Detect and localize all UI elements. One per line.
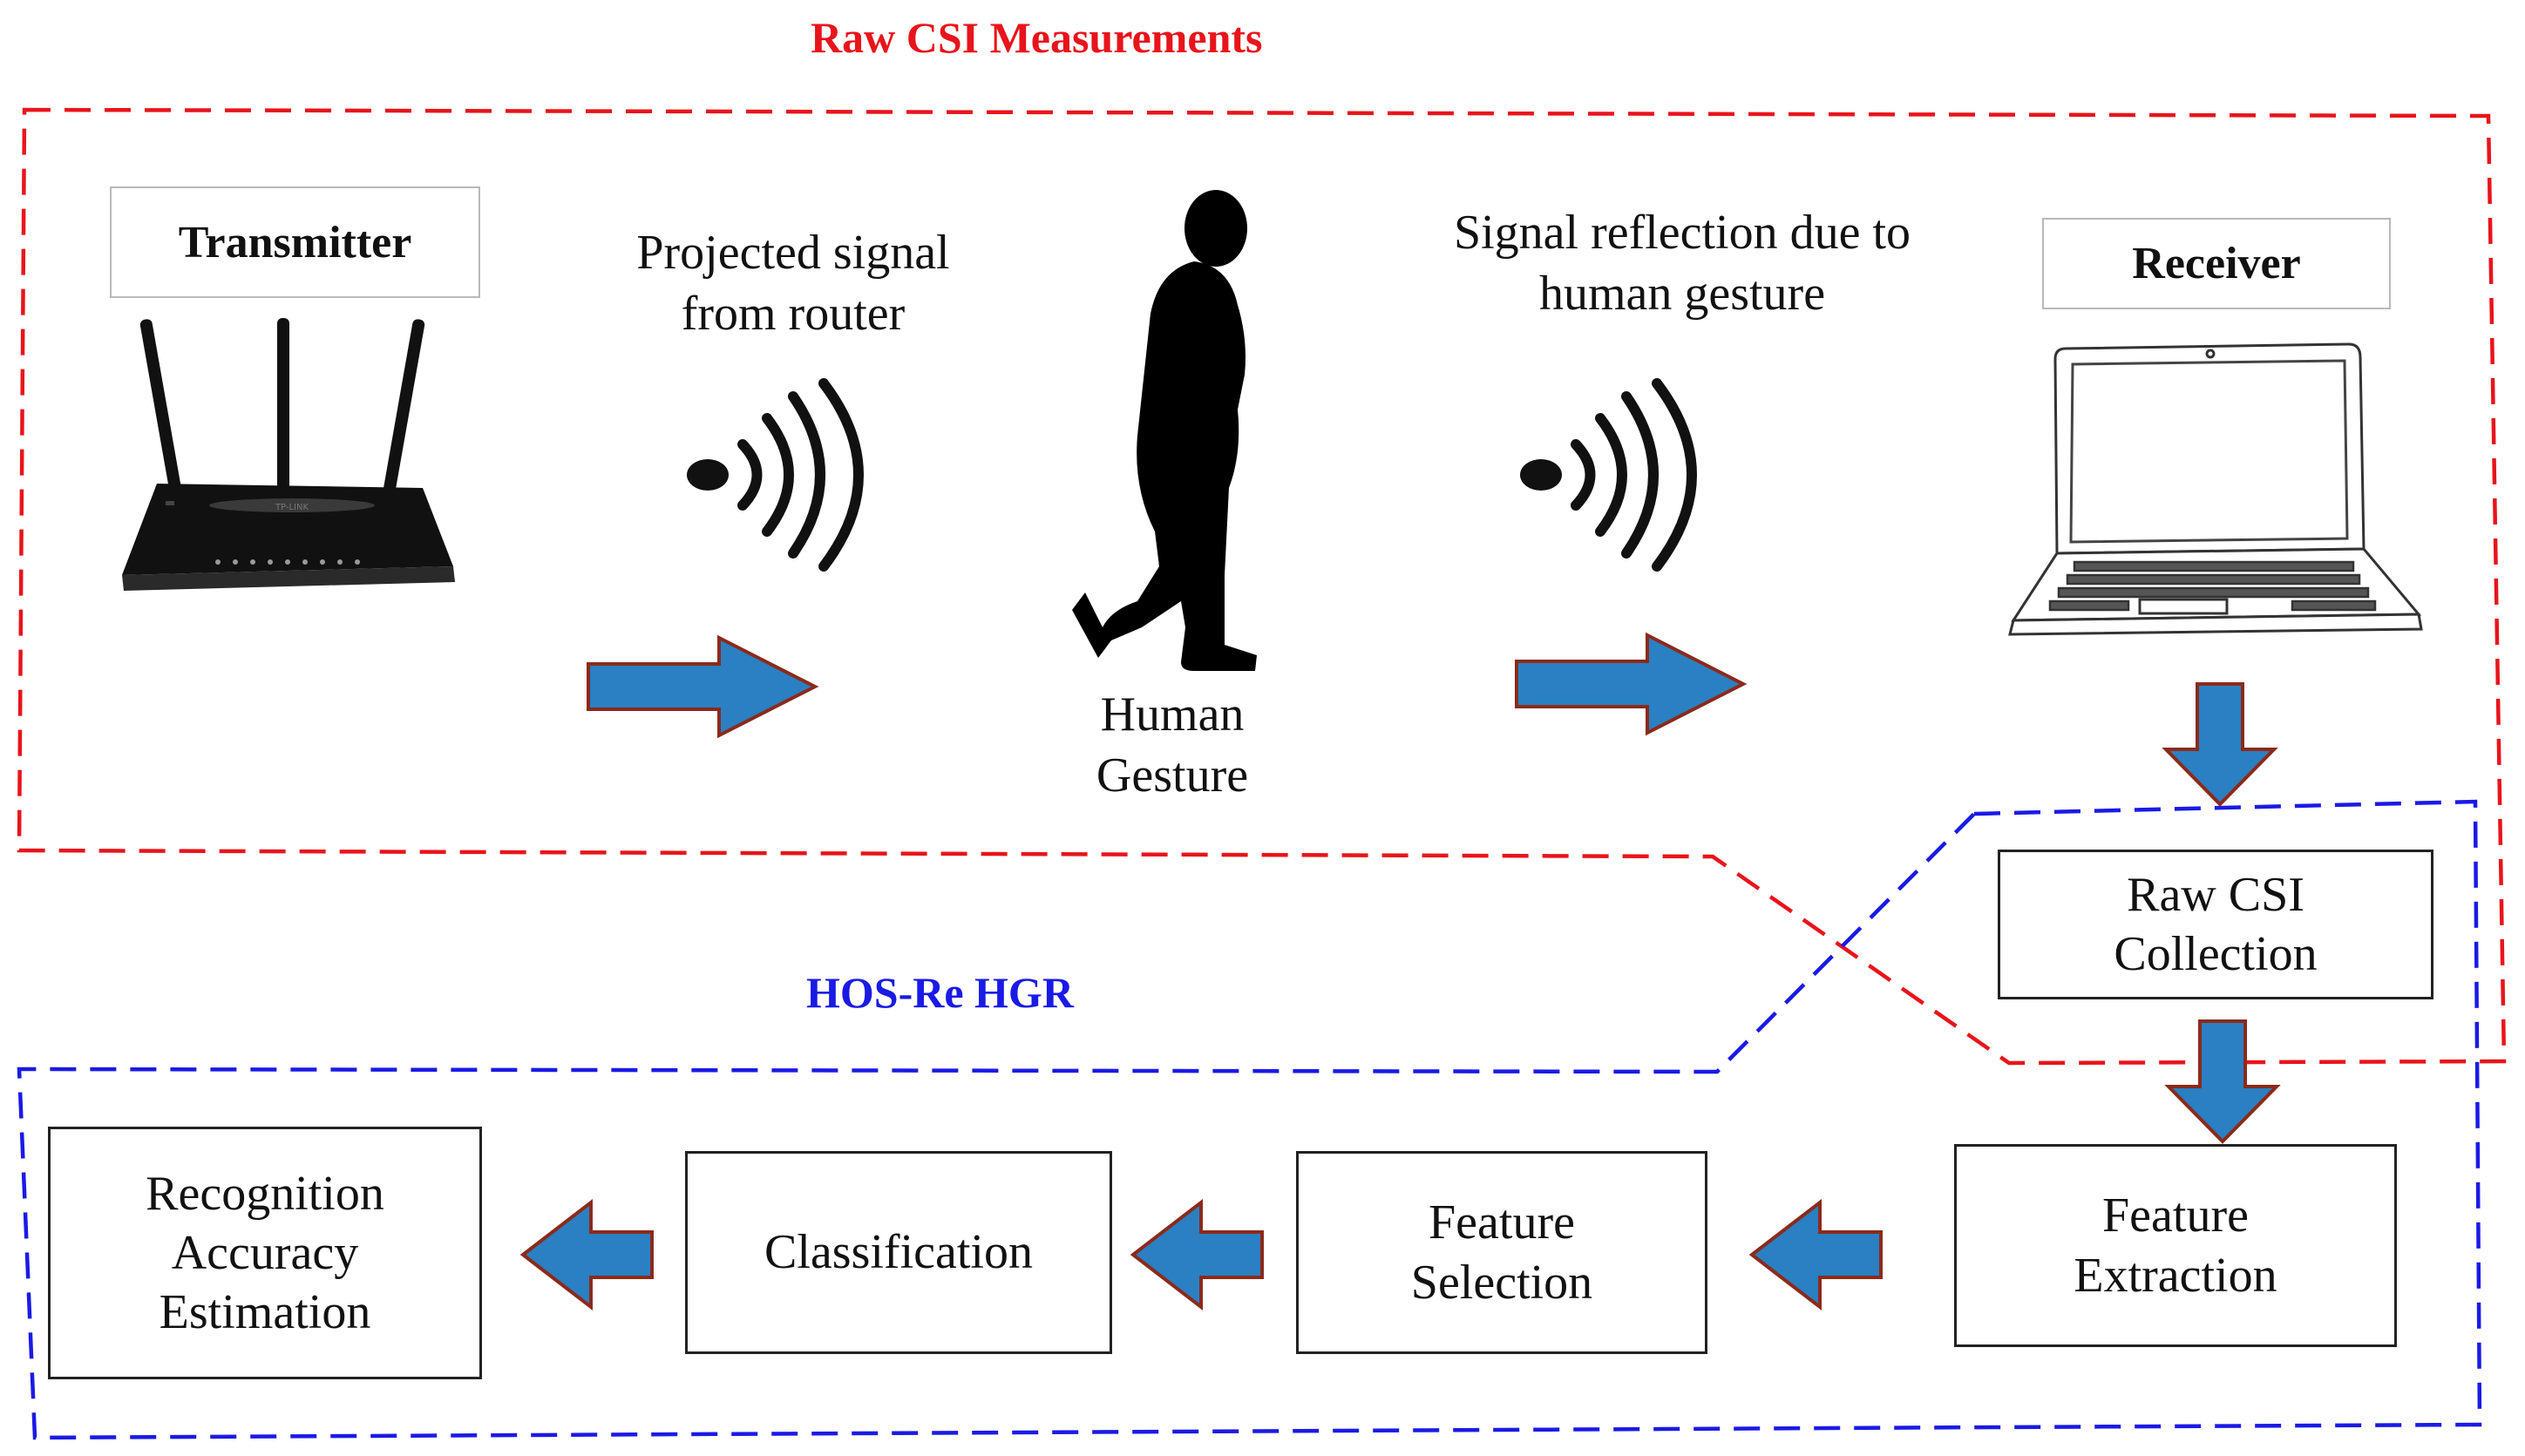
arrow-receiver-to-collection	[2164, 682, 2276, 806]
wireless-signal-icon-1	[687, 378, 864, 572]
walking-person-icon	[1072, 190, 1257, 671]
router-brand-text: TP-LINK	[275, 503, 309, 512]
raw-csi-collection-box: Raw CSI Collection	[1998, 850, 2433, 999]
wireless-signal-icon-2	[1520, 378, 1697, 572]
laptop-icon	[2008, 342, 2423, 636]
recognition-accuracy-box: Recognition Accuracy Estimation	[48, 1127, 482, 1379]
arrow-selection-to-classification	[1131, 1201, 1264, 1309]
human-gesture-caption: Human Gesture	[1096, 687, 1249, 802]
signal-reflection-caption: Signal reflection due to human gesture	[1453, 206, 1911, 321]
classification-box: Classification	[685, 1151, 1112, 1354]
projected-signal-caption: Projected signal from router	[636, 226, 950, 341]
arrow-extraction-to-selection	[1750, 1201, 1883, 1309]
arrow-collection-to-extraction	[2167, 1019, 2278, 1143]
hos-re-title: HOS-Re HGR	[806, 968, 1074, 1017]
transmitter-label: Transmitter	[110, 186, 480, 298]
raw-csi-region-border	[17, 107, 2507, 1066]
hos-re-region-border	[17, 799, 2482, 1440]
arrow-classification-to-recognition	[521, 1201, 654, 1309]
arrow-transmitter-to-person	[587, 636, 817, 737]
raw-csi-title: Raw CSI Measurements	[811, 13, 1263, 62]
arrow-person-to-receiver	[1515, 633, 1745, 735]
feature-extraction-box: Feature Extraction	[1954, 1144, 2397, 1347]
feature-selection-box: Feature Selection	[1296, 1151, 1707, 1354]
wifi-router-icon: TP-LINK	[122, 318, 455, 591]
receiver-label: Receiver	[2042, 218, 2391, 309]
